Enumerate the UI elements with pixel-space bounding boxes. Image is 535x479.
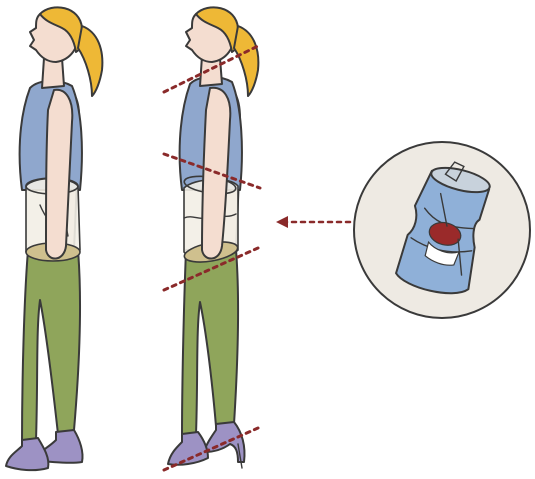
- figure-heel-posture: [168, 7, 258, 468]
- left-arrow-pointer: [276, 216, 350, 228]
- ponytail: [78, 26, 102, 96]
- figure-flat-posture: [6, 7, 102, 470]
- arrowhead-icon: [276, 216, 288, 228]
- crushed-can-inset: [354, 142, 530, 318]
- flat-shoe-front: [6, 438, 48, 470]
- ponytail: [234, 26, 258, 96]
- leggings: [22, 250, 80, 444]
